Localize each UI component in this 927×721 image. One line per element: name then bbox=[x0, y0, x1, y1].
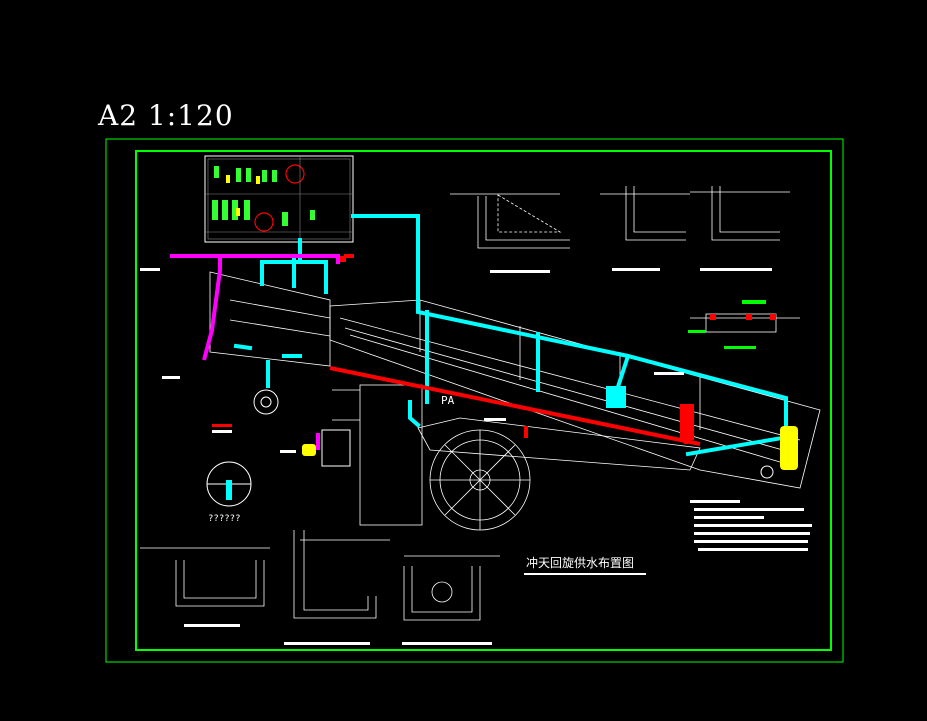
section-marker-label: ?????? bbox=[208, 514, 241, 524]
section-detail-6 bbox=[403, 555, 500, 621]
drawing-title: 冲天回旋供水布置图 bbox=[526, 556, 635, 570]
rotating-wheel bbox=[429, 429, 531, 531]
valve-detail bbox=[690, 313, 800, 333]
yellow-equipment bbox=[302, 426, 798, 470]
section-detail-3 bbox=[690, 186, 790, 241]
area-label: PA bbox=[441, 394, 455, 407]
sheet-scale-label: A2 1:120 bbox=[98, 99, 234, 132]
red-pump-cluster bbox=[680, 404, 694, 440]
section-detail-4 bbox=[140, 547, 270, 607]
section-detail-1 bbox=[450, 193, 570, 249]
red-pipe-network bbox=[329, 254, 701, 446]
cyan-filter-unit bbox=[606, 386, 626, 408]
section-detail-5 bbox=[293, 530, 390, 619]
section-detail-2 bbox=[600, 186, 690, 241]
outer-frame bbox=[105, 138, 844, 663]
equipment-room-plan bbox=[204, 155, 354, 243]
notes-text-block bbox=[690, 500, 812, 551]
ride-structure bbox=[209, 271, 821, 526]
magenta-pipe-network bbox=[170, 254, 340, 450]
inner-frame bbox=[135, 150, 832, 651]
drawing-title-underline bbox=[524, 573, 646, 575]
well-symbol bbox=[253, 389, 279, 415]
